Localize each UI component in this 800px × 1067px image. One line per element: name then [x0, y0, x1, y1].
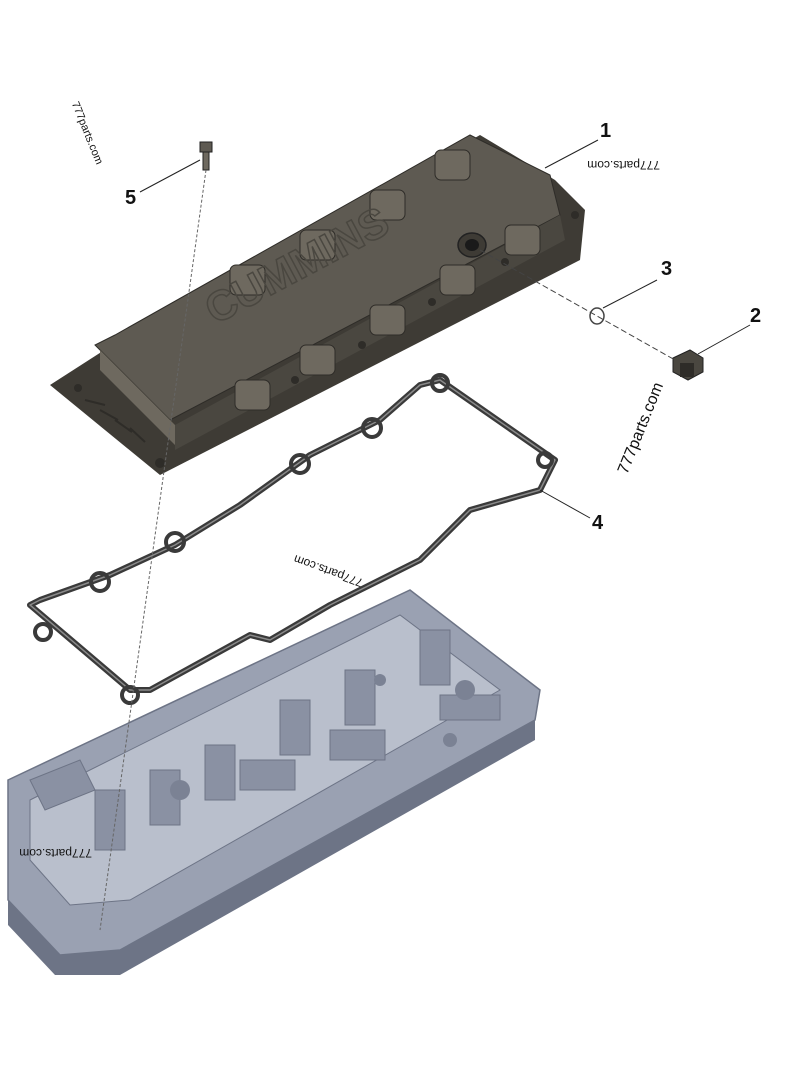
callout-2: 2 — [750, 305, 762, 327]
lower-housing — [7, 589, 541, 975]
leader-lines — [99, 139, 751, 931]
gasket — [27, 373, 558, 705]
callout-4: 4 — [592, 512, 604, 534]
watermark-bottom-left: 777parts.com — [19, 846, 92, 860]
callout-1: 1 — [600, 120, 612, 142]
callout-5: 5 — [125, 187, 137, 209]
oil-fill-port — [457, 232, 487, 258]
callout-3: 3 — [661, 258, 673, 280]
plug — [672, 349, 704, 381]
watermark-top-right: 777parts.com — [587, 158, 660, 172]
o-ring — [589, 307, 605, 325]
bolt — [199, 141, 213, 171]
